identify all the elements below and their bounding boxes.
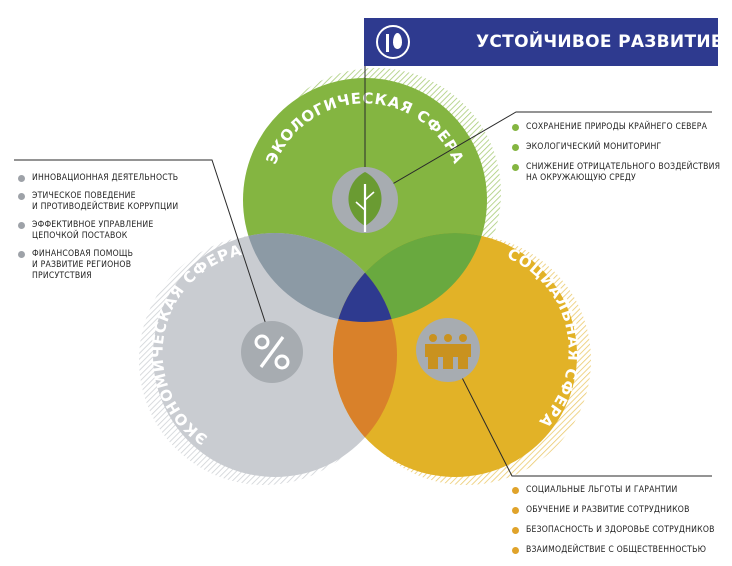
social-items-list: СОЦИАЛЬНЫЕ ЛЬГОТЫ И ГАРАНТИИ ОБУЧЕНИЕ И Р… (512, 485, 715, 565)
list-item-text: ПРИСУТСТВИЯ (32, 271, 92, 281)
list-item-text: ВЗАИМОДЕЙСТВИЕ С ОБЩЕСТВЕННОСТЬЮ (526, 545, 707, 555)
bullet-dot-icon (18, 222, 25, 229)
list-item-text: И ПРОТИВОДЕЙСТВИЕ КОРРУПЦИИ (32, 202, 179, 212)
economic-items-list: ИННОВАЦИОННАЯ ДЕЯТЕЛЬНОСТЬ ЭТИЧЕСКОЕ ПОВЕ… (18, 173, 178, 289)
social-list-item: БЕЗОПАСНОСТЬ И ЗДОРОВЬЕ СОТРУДНИКОВ (512, 525, 715, 536)
people-icon (425, 334, 471, 369)
bullet-dot-icon (512, 527, 519, 534)
bullet-dot-icon (18, 193, 25, 200)
ecological-list-item: ЭКОЛОГИЧЕСКИЙ МОНИТОРИНГ (512, 142, 720, 153)
social-list-item: ВЗАИМОДЕЙСТВИЕ С ОБЩЕСТВЕННОСТЬЮ (512, 545, 715, 556)
overlap-eco-econ (243, 233, 397, 322)
bullet-dot-icon (18, 251, 25, 258)
social-leader-line (447, 349, 712, 477)
list-item-text: ЭФФЕКТИВНОЕ УПРАВЛЕНИЕ (32, 220, 154, 230)
list-item-text: ФИНАНСОВАЯ ПОМОЩЬ (32, 249, 134, 259)
list-item-text: НА ОКРУЖАЮЩУЮ СРЕДУ (526, 173, 636, 183)
company-logo-icon (376, 25, 410, 59)
list-item-text: СОЦИАЛЬНЫЕ ЛЬГОТЫ И ГАРАНТИИ (526, 485, 678, 495)
list-item-text: ИННОВАЦИОННАЯ ДЕЯТЕЛЬНОСТЬ (32, 173, 179, 183)
economic-leader-line (14, 159, 276, 353)
bullet-dot-icon (512, 507, 519, 514)
title-banner: УСТОЙЧИВОЕ РАЗВИТИЕ (364, 18, 722, 66)
bullet-dot-icon (512, 144, 519, 151)
bullet-dot-icon (512, 164, 519, 171)
list-item-text: БЕЗОПАСНОСТЬ И ЗДОРОВЬЕ СОТРУДНИКОВ (526, 525, 715, 535)
list-item-text: И РАЗВИТИЕ РЕГИОНОВ (32, 260, 132, 270)
bullet-dot-icon (512, 124, 519, 131)
social-list-item: СОЦИАЛЬНЫЕ ЛЬГОТЫ И ГАРАНТИИ (512, 485, 715, 496)
percent-icon (254, 334, 290, 370)
list-item-text: ЦЕПОЧКОЙ ПОСТАВОК (32, 231, 128, 241)
bullet-dot-icon (18, 175, 25, 182)
list-item-text: ЭКОЛОГИЧЕСКИЙ МОНИТОРИНГ (526, 142, 662, 152)
list-item-text: ОБУЧЕНИЕ И РАЗВИТИЕ СОТРУДНИКОВ (526, 505, 690, 515)
list-item-text: ЭТИЧЕСКОЕ ПОВЕДЕНИЕ (32, 191, 136, 201)
list-item-text: СОХРАНЕНИЕ ПРИРОДЫ КРАЙНЕГО СЕВЕРА (526, 122, 708, 132)
social-list-item: ОБУЧЕНИЕ И РАЗВИТИЕ СОТРУДНИКОВ (512, 505, 715, 516)
bullet-dot-icon (512, 487, 519, 494)
page-title: УСТОЙЧИВОЕ РАЗВИТИЕ (476, 32, 723, 52)
overlap-eco-social (333, 233, 487, 322)
ecological-items-list: СОХРАНЕНИЕ ПРИРОДЫ КРАЙНЕГО СЕВЕРА ЭКОЛОГ… (512, 122, 720, 193)
list-item-text: СНИЖЕНИЕ ОТРИЦАТЕЛЬНОГО ВОЗДЕЙСТВИЯ (526, 162, 721, 172)
economic-list-item: ИННОВАЦИОННАЯ ДЕЯТЕЛЬНОСТЬ (18, 173, 178, 184)
ecological-leader-line (364, 111, 712, 201)
bullet-dot-icon (512, 547, 519, 554)
leaf-icon (348, 172, 382, 232)
ecological-list-item: СОХРАНЕНИЕ ПРИРОДЫ КРАЙНЕГО СЕВЕРА (512, 122, 720, 133)
